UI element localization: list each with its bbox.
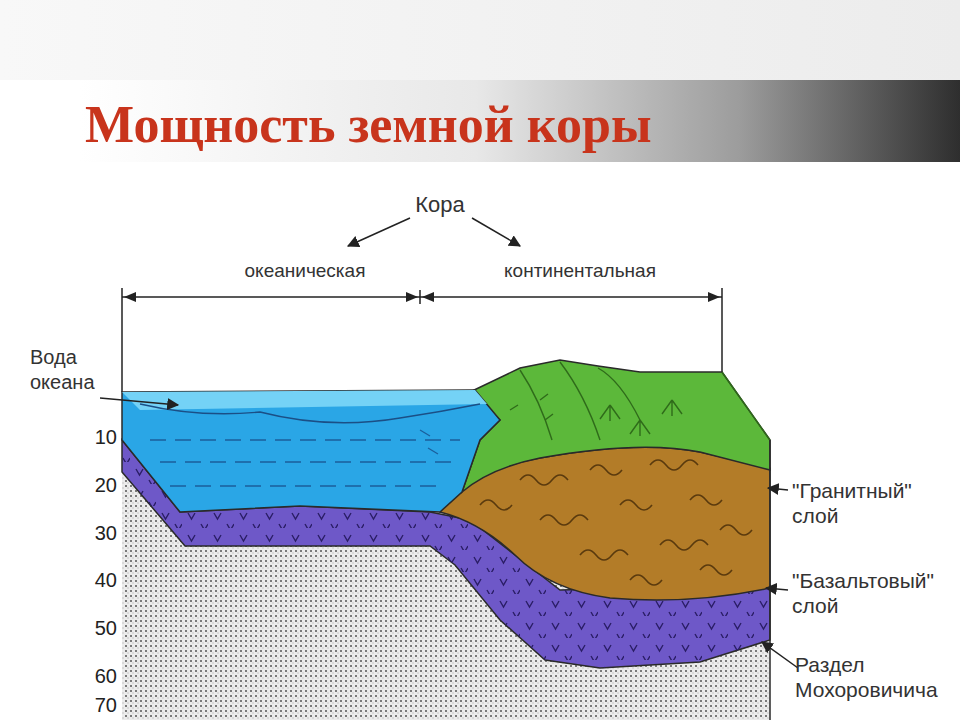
layer-label: "Гранитный" слой xyxy=(792,478,942,528)
depth-number: 70 xyxy=(95,693,117,717)
crust-label: Кора xyxy=(415,192,465,218)
depth-number: 40 xyxy=(95,568,117,592)
depth-number: 60 xyxy=(95,664,117,688)
top-band xyxy=(0,0,960,80)
title-bar xyxy=(80,80,960,162)
leader-lines xyxy=(100,398,798,668)
crust-type-label: континентальная xyxy=(504,260,656,283)
depth-number: 10 xyxy=(95,425,117,449)
block-edge xyxy=(769,440,771,720)
depth-number: 50 xyxy=(95,616,117,640)
crust-arrows xyxy=(348,218,520,246)
depth-number: 30 xyxy=(95,521,117,545)
water-label: Вода океана xyxy=(30,345,108,395)
slide-title: Мощность земной коры xyxy=(85,96,652,153)
crust-type-label: океаническая xyxy=(245,260,366,283)
layer-label: "Базальтовый" слой xyxy=(792,568,954,618)
continent-surface xyxy=(462,360,770,492)
depth-number: 20 xyxy=(95,473,117,497)
ocean-water xyxy=(122,390,500,512)
boundary-label: Раздел Мохоровичича xyxy=(795,652,950,702)
